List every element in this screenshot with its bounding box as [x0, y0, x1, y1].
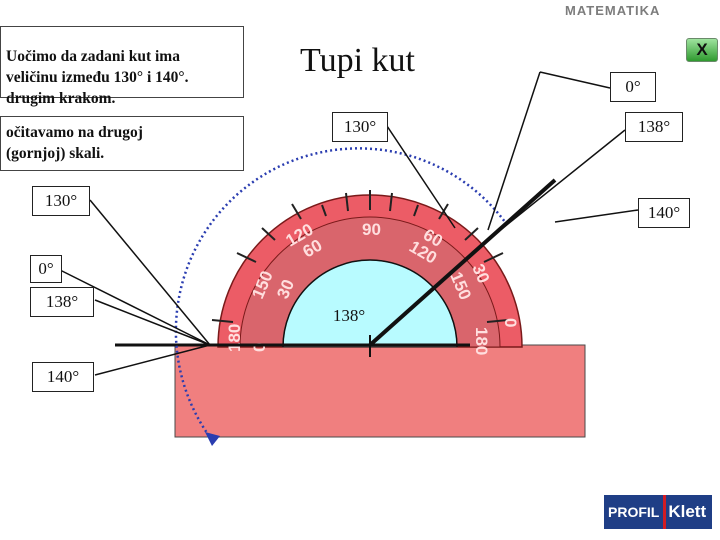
callout-left-130: 130° [32, 186, 90, 216]
inner-tick-180: 180 [472, 327, 491, 355]
callout-right-0: 0° [610, 72, 656, 102]
instruction-panel: Uočimo da zadani kut ima veličinu između… [0, 26, 244, 171]
callout-right-140: 140° [638, 198, 690, 228]
instruction-text-top: Uočimo da zadani kut ima veličinu između… [6, 48, 189, 107]
callout-mid-130: 130° [332, 112, 388, 142]
close-button[interactable]: X [686, 38, 718, 62]
callout-left-138: 138° [30, 287, 94, 317]
outer-tick-0: 0 [501, 318, 520, 327]
outer-tick-180: 180 [225, 324, 244, 352]
angle-value-label: 138° [332, 306, 366, 325]
scale-ticks [211, 190, 509, 323]
callout-right-138: 138° [625, 112, 683, 142]
inner-arc [282, 259, 458, 348]
rotation-arrowhead [205, 432, 220, 446]
callout-leaders [59, 71, 639, 376]
instruction-text-bottom: očitavamo na drugoj (gornjoj) skali. [6, 124, 143, 162]
rotation-arc [174, 147, 507, 441]
ruler [174, 344, 586, 438]
callout-left-0: 0° [30, 255, 62, 283]
angle-arm [368, 178, 557, 347]
inner-tick-0: 0 [250, 343, 269, 352]
callout-left-140: 140° [32, 362, 94, 392]
publisher-logo: PROFIL Klett [604, 495, 713, 529]
outer-tick-90: 90 [362, 220, 381, 239]
page-title: Tupi kut [300, 42, 415, 79]
brand-label: MATEMATIKA [565, 3, 661, 18]
